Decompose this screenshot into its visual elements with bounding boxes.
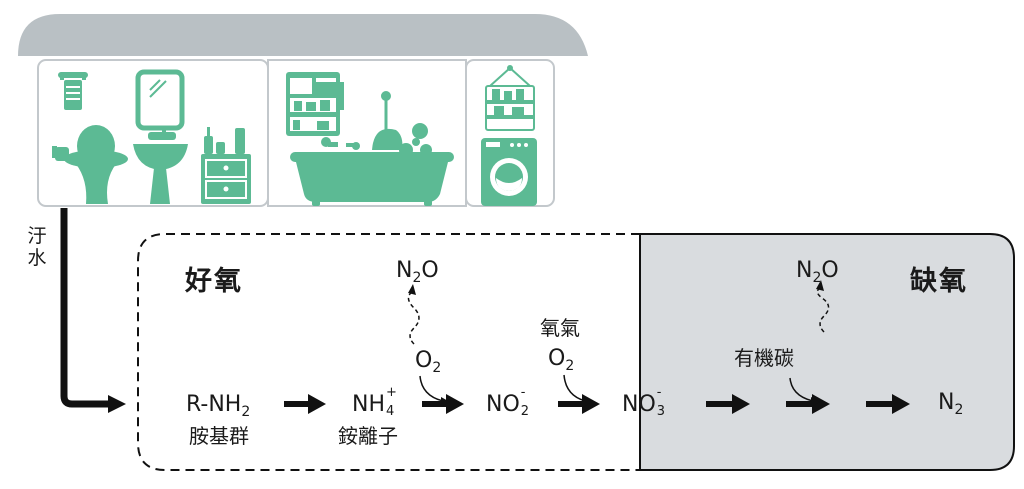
- rnh2-sub: 2: [241, 404, 251, 420]
- n2-main: N: [938, 390, 955, 415]
- n2-formula: N2: [938, 390, 964, 418]
- aerobic-zone-border: [137, 233, 640, 471]
- nh4-sub: 4: [386, 404, 395, 419]
- washing-machine-icon: [481, 138, 537, 206]
- no3-main: NO: [622, 392, 656, 417]
- bathtub-icon: [290, 123, 454, 206]
- hanging-organizer-icon: [485, 65, 535, 131]
- no3-sub: 3: [656, 404, 666, 419]
- n2o-2-o: O: [821, 258, 839, 283]
- anoxic-zone-label: 缺氧: [910, 266, 968, 297]
- n2o-2-sub: 2: [812, 270, 822, 286]
- pedestal-sink-icon: [133, 126, 188, 204]
- no2-main: NO: [486, 392, 520, 417]
- n2o-label-2: N2O: [796, 258, 839, 286]
- o2-2-main: O: [548, 346, 566, 371]
- no3-formula: NO- 3: [622, 386, 666, 419]
- toiletries-icon: [204, 127, 245, 154]
- mirror-icon: [135, 69, 185, 131]
- nh4-formula: NH+4: [352, 386, 397, 419]
- n2o-1-sub: 2: [412, 270, 422, 286]
- oxygen-word-label: 氧氣: [540, 316, 580, 340]
- n2o-emission-squiggle-1: [407, 291, 420, 345]
- n2o-1-n: N: [396, 258, 413, 283]
- toilet-icon: [64, 125, 128, 204]
- no2-sup: -: [520, 385, 526, 400]
- o2-input-arrow-1-head: [441, 397, 450, 407]
- o2-1-main: O: [415, 348, 433, 373]
- arrow-to-n2: [866, 394, 910, 414]
- n2o-emission-head-2: [816, 280, 824, 291]
- n2o-emission-head-1: [408, 284, 416, 295]
- n2-sub: 2: [954, 402, 964, 418]
- no2-sub: 2: [520, 404, 530, 419]
- o2-1-sub: 2: [432, 360, 442, 376]
- rnh2-main: R-NH: [186, 392, 242, 417]
- reactant-input-arrows: [419, 374, 820, 407]
- roof: [18, 14, 588, 56]
- amino-group-caption: 胺基群: [189, 424, 249, 448]
- rnh2-formula: R-NH2: [186, 392, 251, 420]
- o2-label-1: O2: [415, 348, 442, 376]
- shelf-icon: [286, 72, 344, 136]
- n2o-emission-squiggle-2: [816, 287, 830, 333]
- o2-input-arrow-2-head: [583, 397, 592, 407]
- o2-2-sub: 2: [565, 358, 575, 374]
- no3-sup: -: [656, 385, 662, 400]
- arrow-rnh2-to-nh4: [284, 394, 326, 414]
- arrow-no3-step-1: [706, 394, 750, 414]
- arrow-no2-to-no3: [558, 394, 600, 414]
- no2-formula: NO- 2: [486, 386, 530, 419]
- shower-head-icon: [372, 91, 403, 150]
- house: [18, 14, 588, 207]
- nh4-main: NH: [352, 392, 385, 417]
- n2o-emission-heads: [408, 280, 824, 295]
- o2-input-arrow-1: [419, 375, 449, 403]
- arrow-nh4-to-no2: [422, 394, 464, 414]
- reaction-arrows: [284, 394, 910, 414]
- n2o-emission-paths: [407, 287, 830, 345]
- wastewater-pipe-arrow: [60, 208, 126, 413]
- process-zones: [137, 233, 1015, 471]
- vanity-cabinet-icon: [201, 154, 251, 204]
- wastewater-label: 汙水: [27, 225, 47, 269]
- organic-carbon-input-arrow-head: [811, 397, 820, 407]
- n2o-2-n: N: [796, 258, 813, 283]
- aerobic-zone-label: 好氧: [185, 266, 243, 297]
- organic-carbon-label: 有機碳: [734, 346, 794, 370]
- arrow-no3-step-2: [786, 394, 830, 414]
- towel-rack-icon: [58, 72, 88, 110]
- n2o-1-o: O: [421, 258, 439, 283]
- ammonium-caption: 銨離子: [338, 424, 398, 448]
- nh4-sup: +: [386, 385, 397, 400]
- n2o-label-1: N2O: [396, 258, 439, 286]
- o2-label-2: O2: [548, 346, 575, 374]
